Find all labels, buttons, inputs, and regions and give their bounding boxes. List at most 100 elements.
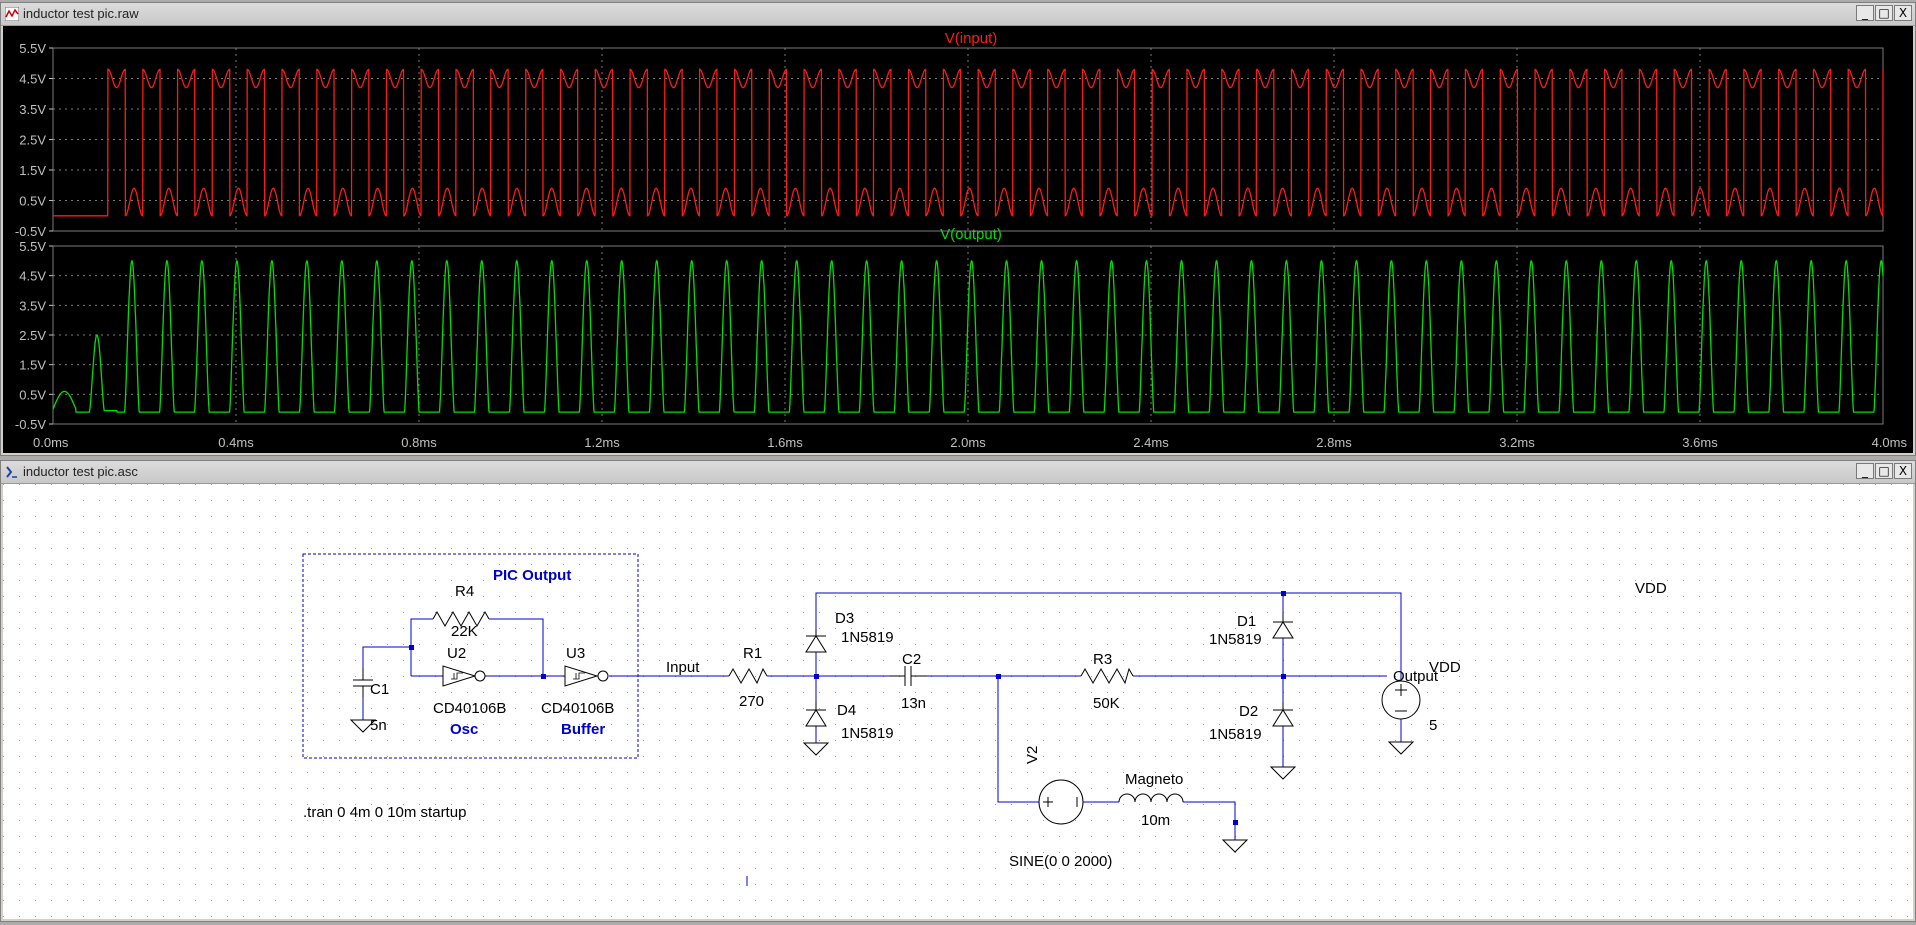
r4-name: R4 (455, 583, 474, 600)
waveform-maximize-button[interactable]: □ (1875, 5, 1893, 21)
x-tick-label: 0.8ms (401, 435, 437, 450)
schematic-canvas[interactable]: PIC Output R4 22K U2 CD40106B Osc U3 CD4… (3, 484, 1913, 920)
output-pane: V(output) 5.5V4.5V3.5V2.5V1.5V0.5V-0.5V (15, 226, 1884, 432)
ground-magneto (1221, 839, 1249, 853)
r1-name: R1 (743, 645, 762, 662)
c2-value: 13n (901, 695, 926, 712)
tran-directive: .tran 0 4m 0 10m startup (303, 804, 466, 821)
y-tick-label: 1.5V (19, 163, 46, 178)
inductor-magneto (1118, 793, 1184, 803)
x-tick-label: 2.4ms (1133, 435, 1169, 450)
waveform-plot-area[interactable]: V(input) 5.5V 4.5V 3.5V 2.5V 1.5V 0.5V -0.5V V… (3, 26, 1913, 453)
y-tick-label: 2.5V (19, 133, 46, 148)
diode-d4 (805, 702, 827, 727)
pic-output-label: PIC Output (493, 567, 571, 584)
d2-name: D2 (1239, 703, 1258, 720)
d4-name: D4 (837, 702, 856, 719)
capacitor-c1 (353, 668, 373, 697)
x-tick-label: 0.0ms (33, 435, 69, 450)
r3-name: R3 (1093, 651, 1112, 668)
schematic-titlebar[interactable]: inductor test pic.asc _ □ X (1, 461, 1915, 484)
r1-value: 270 (739, 693, 764, 710)
ground-c1 (349, 719, 377, 733)
waveform-window[interactable]: inductor test pic.raw _ □ X V(input) 5.5… (0, 2, 1916, 456)
trace-0 (53, 68, 1884, 217)
trace-1 (52, 259, 1884, 413)
inverter-u2 (442, 665, 486, 687)
y-tick-label: 4.5V (19, 269, 46, 284)
magneto-value: 10m (1141, 812, 1170, 829)
vdd-net-label: VDD (1635, 580, 1667, 597)
u2-name: U2 (447, 645, 466, 662)
x-tick-label: 2.8ms (1316, 435, 1352, 450)
v2-value: SINE(0 0 2000) (1009, 853, 1112, 870)
d2-part: 1N5819 (1209, 726, 1262, 743)
ground-d4 (802, 742, 830, 756)
r3-value: 50K (1093, 695, 1120, 712)
schematic-window[interactable]: inductor test pic.asc _ □ X (0, 460, 1916, 922)
u3-part: CD40106B (541, 700, 614, 717)
ground-vdd (1387, 741, 1415, 755)
vdd-source-value: 5 (1429, 717, 1437, 734)
x-tick-label: 1.2ms (584, 435, 620, 450)
waveform-window-title: inductor test pic.raw (23, 6, 139, 21)
capacitor-c2 (890, 666, 927, 686)
u2-comment: Osc (450, 721, 478, 738)
u3-name: U3 (566, 645, 585, 662)
x-tick-label: 3.2ms (1499, 435, 1535, 450)
schematic-minimize-button[interactable]: _ (1856, 463, 1874, 479)
resistor-r4 (432, 610, 490, 628)
d4-part: 1N5819 (841, 725, 894, 742)
x-tick-label: 3.6ms (1682, 435, 1718, 450)
y-tick-label: 0.5V (19, 194, 46, 209)
diode-d3 (805, 629, 827, 653)
y-tick-label: 3.5V (19, 298, 46, 313)
diode-d1 (1272, 614, 1294, 639)
y-tick-label: 4.5V (19, 72, 46, 87)
input-net-label: Input (666, 659, 700, 676)
schematic-drawing[interactable]: PIC Output R4 22K U2 CD40106B Osc U3 CD4… (3, 484, 1913, 920)
d1-name: D1 (1237, 613, 1256, 630)
voltage-source-vdd (1381, 680, 1421, 720)
y-tick-label: -0.5V (15, 224, 46, 239)
grid-dots (3, 484, 1913, 920)
waveform-titlebar[interactable]: inductor test pic.raw _ □ X (1, 3, 1915, 26)
pane-title-output: V(output) (940, 226, 1002, 243)
output-net-label: Output (1393, 668, 1439, 685)
wires (302, 553, 1402, 840)
schematic-window-title: inductor test pic.asc (23, 464, 138, 479)
pane-title-input: V(input) (945, 30, 998, 47)
y-tick-label: 0.5V (19, 387, 46, 402)
schematic-maximize-button[interactable]: □ (1875, 463, 1893, 479)
u3-comment: Buffer (561, 721, 605, 738)
y-tick-label: -0.5V (15, 417, 46, 432)
y-tick-label: 5.5V (19, 41, 46, 56)
waveform-close-button[interactable]: X (1894, 5, 1912, 21)
d3-name: D3 (835, 610, 854, 627)
junction-dots (409, 591, 1286, 825)
c1-value: 5n (370, 717, 387, 734)
vdd-source-name: VDD (1429, 659, 1461, 676)
waveform-plot[interactable]: V(input) 5.5V 4.5V 3.5V 2.5V 1.5V 0.5V -0.5V V… (3, 26, 1913, 454)
waveform-minimize-button[interactable]: _ (1856, 5, 1874, 21)
r4-value: 22K (451, 623, 478, 640)
input-pane: V(input) 5.5V 4.5V 3.5V 2.5V 1.5V 0.5V -0.5V (15, 30, 1884, 239)
x-tick-label: 1.6ms (767, 435, 803, 450)
schematic-window-icon (6, 466, 17, 478)
u2-part: CD40106B (433, 700, 506, 717)
d1-part: 1N5819 (1209, 631, 1262, 648)
y-tick-label: 1.5V (19, 358, 46, 373)
magneto-name: Magneto (1125, 771, 1183, 788)
v2-name: V2 (1024, 746, 1041, 764)
d3-part: 1N5819 (841, 629, 894, 646)
pic-output-box (302, 553, 639, 759)
y-tick-label: 3.5V (19, 102, 46, 117)
c1-name: C1 (370, 681, 389, 698)
resistor-r1 (728, 667, 768, 685)
x-tick-label: 2.0ms (950, 435, 986, 450)
diode-d2 (1272, 702, 1294, 727)
waveform-window-icon (5, 7, 19, 21)
schematic-close-button[interactable]: X (1894, 463, 1912, 479)
resistor-r3 (1080, 667, 1134, 685)
